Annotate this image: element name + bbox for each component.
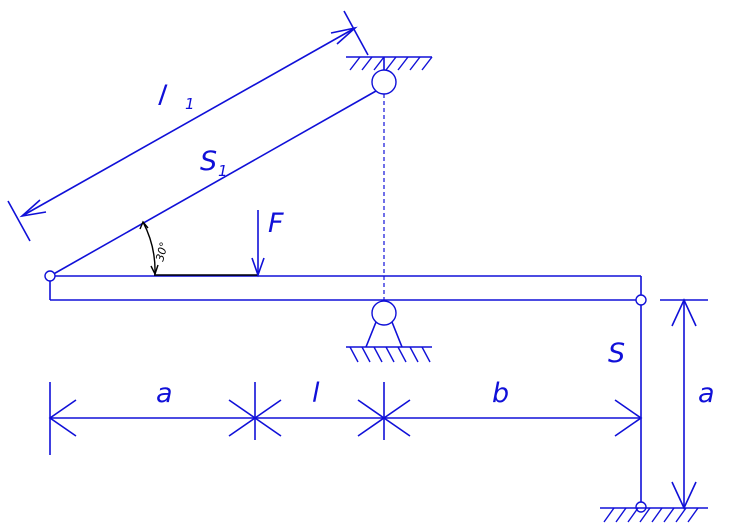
force-arrow	[251, 210, 265, 278]
bottom-right-support	[600, 501, 708, 523]
label-s1: S	[200, 146, 217, 177]
dimension-chain-bottom	[48, 382, 643, 455]
label-l1-subscript: 1	[185, 95, 195, 113]
label-a-right: a	[698, 378, 715, 409]
label-l1: l	[156, 81, 168, 112]
label-l-bottom: l	[312, 378, 320, 409]
middle-pin-support	[346, 300, 432, 363]
beam-left-hinge	[44, 270, 56, 282]
label-a-bottom: a	[156, 378, 173, 409]
label-s1-subscript: 1	[218, 162, 228, 180]
inclined-rod-s1	[49, 90, 377, 277]
label-angle: 30°	[153, 241, 171, 263]
label-s: S	[608, 338, 625, 369]
label-b-bottom: b	[492, 378, 509, 409]
dimension-l1	[7, 10, 369, 242]
label-f: F	[268, 208, 284, 239]
angle-marker	[139, 220, 159, 276]
dimension-a-right	[660, 298, 708, 510]
horizontal-beam	[49, 274, 642, 301]
beam-right-hinge	[635, 294, 647, 306]
top-ceiling-support	[346, 56, 433, 95]
